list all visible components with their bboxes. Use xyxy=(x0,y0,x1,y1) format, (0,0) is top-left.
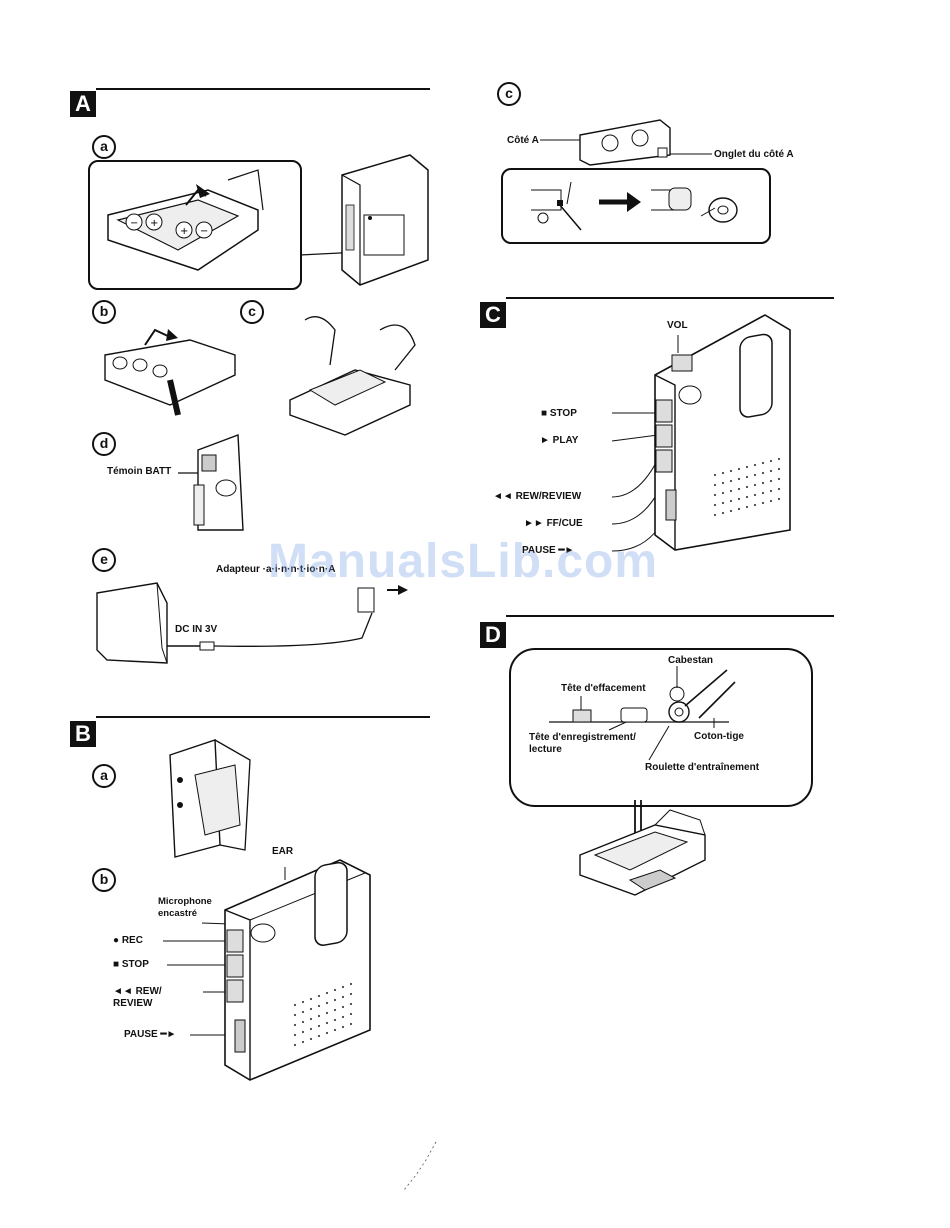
stop-label-c: ■ STOP xyxy=(541,408,577,419)
step-a-cassette-marker: c xyxy=(497,82,521,106)
temoin-batt-label: Témoin BATT xyxy=(107,466,172,477)
ear-label: EAR xyxy=(272,846,294,857)
coton-tige-label: Coton-tige xyxy=(694,731,744,742)
scan-mark xyxy=(403,1141,437,1191)
battery-insert-illustration xyxy=(104,328,236,416)
cassette-insert-illustration xyxy=(169,739,251,858)
head-cleaning-illustration xyxy=(549,666,736,761)
svg-text:−: − xyxy=(200,226,208,237)
section-a-badge: A xyxy=(70,91,96,117)
tete-enregistrement-label-line2: lecture xyxy=(529,744,562,755)
dc-adapter-illustration xyxy=(96,582,408,664)
stop-button-label-b: ■ STOP xyxy=(113,959,149,970)
watermark: ManualsLib.com xyxy=(268,535,659,588)
svg-text:−: − xyxy=(130,218,138,229)
dc-in-label: DC IN 3V xyxy=(175,624,218,635)
section-b-badge: B xyxy=(70,721,96,747)
battery-cover-close-illustration xyxy=(289,316,416,436)
vol-label: VOL xyxy=(667,320,688,331)
rew-review-label-c: ◄◄ REW/REVIEW xyxy=(493,491,582,502)
recorder-front-illustration-b xyxy=(163,859,371,1081)
onglet-label: Onglet du côté A xyxy=(714,149,794,160)
open-recorder-illustration xyxy=(579,800,706,896)
section-d-badge: D xyxy=(480,622,506,648)
pause-label-b: PAUSE ━► xyxy=(124,1029,177,1040)
cabestan-label: Cabestan xyxy=(668,655,714,666)
ff-cue-label-c: ►► FF/CUE xyxy=(524,518,583,529)
recorder-back-illustration xyxy=(299,154,429,286)
pause-label-c: PAUSE ━► xyxy=(522,545,575,556)
rew-review-label-b-line2: REVIEW xyxy=(113,998,153,1009)
recorder-controls-illustration-c xyxy=(611,314,791,552)
step-a-a-marker: a xyxy=(92,135,116,159)
batt-indicator-illustration xyxy=(178,434,244,531)
section-a-rule xyxy=(96,88,430,90)
step-b-a-marker: a xyxy=(92,764,116,788)
step-b-b-marker: b xyxy=(92,868,116,892)
microphone-label-line2: encastré xyxy=(158,908,198,919)
tete-enregistrement-label-line1: Tête d'enregistrement/ xyxy=(529,732,636,743)
section-d-rule xyxy=(506,615,834,617)
roulette-label: Roulette d'entraînement xyxy=(645,762,760,773)
cote-a-label: Côté A xyxy=(507,135,539,146)
microphone-label-line1: Microphone xyxy=(158,896,212,907)
play-label-c: ► PLAY xyxy=(540,435,579,446)
battery-compartment-illustration: − + + − xyxy=(107,169,264,271)
section-b-rule xyxy=(96,716,430,718)
step-a-b-marker: b xyxy=(92,300,116,324)
step-a-c-marker: c xyxy=(240,300,264,324)
section-c-rule xyxy=(506,297,834,299)
tete-effacement-label: Tête d'effacement xyxy=(561,683,646,694)
svg-text:+: + xyxy=(150,218,158,229)
tab-break-illustration xyxy=(531,181,738,231)
svg-text:+: + xyxy=(180,226,188,237)
rec-button-label: ● REC xyxy=(113,935,143,946)
rew-review-label-b-line1: ◄◄ REW/ xyxy=(113,986,162,997)
section-c-badge: C xyxy=(480,302,506,328)
step-a-d-marker: d xyxy=(92,432,116,456)
adapter-label: Adapteur ·a·i·n·n·t·io·n·A xyxy=(216,564,336,575)
step-a-e-marker: e xyxy=(92,548,116,572)
cassette-tab-illustration xyxy=(540,119,712,166)
head-cleaning-panel xyxy=(509,648,813,807)
